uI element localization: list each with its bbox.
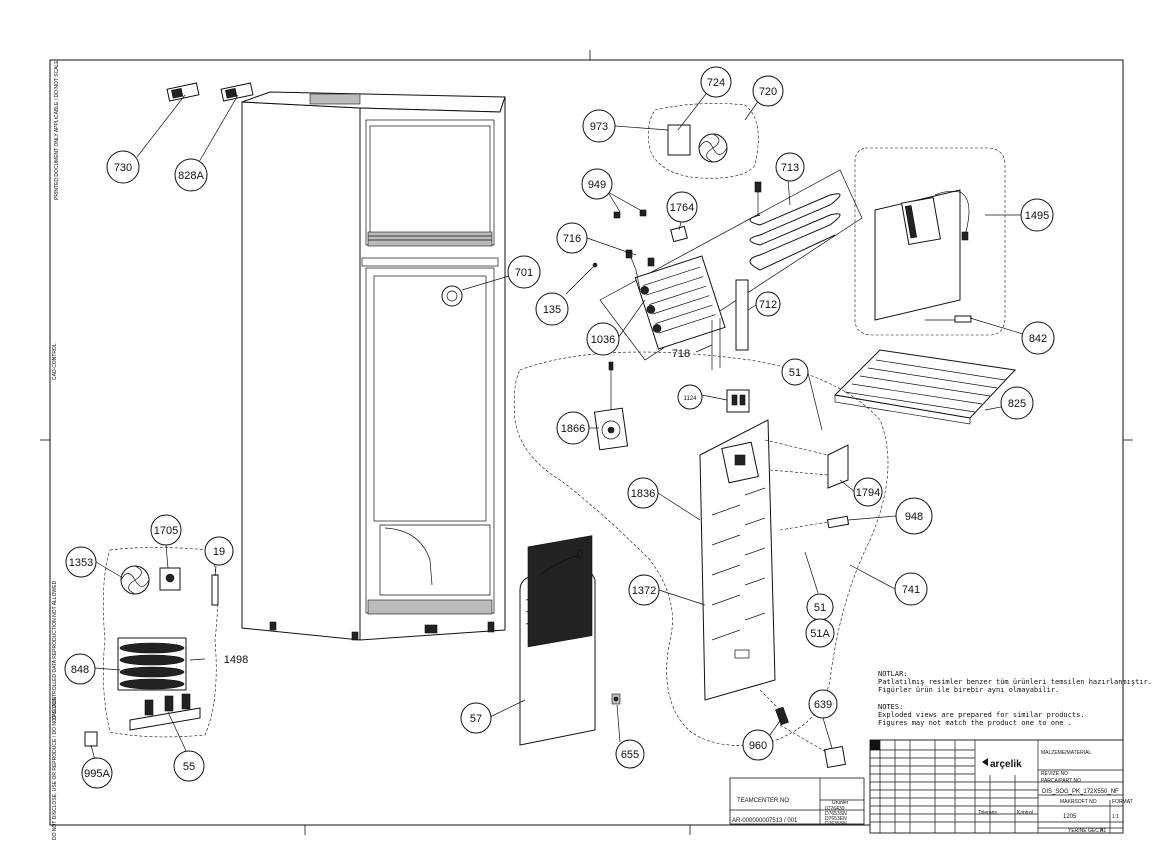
logo-icon: [982, 758, 988, 766]
cover-part-639: [823, 745, 847, 769]
callout-bubbles: 730 828A 724 720 973 713 949 1764 716 70…: [64, 66, 1055, 789]
callout-label: 825: [1008, 398, 1026, 410]
logo-text: arçelik: [990, 759, 1022, 770]
sensor-part-948: [779, 515, 850, 531]
callout-label: 19: [213, 546, 225, 558]
callout-label: 741: [902, 584, 920, 596]
leader-lines: [90, 89, 1024, 761]
callout-label: 55: [183, 761, 195, 773]
callout-label: 1495: [1025, 210, 1049, 222]
evaporator-assembly: [599, 169, 863, 370]
callout-label: 842: [1029, 333, 1047, 345]
callout-label: 1124: [684, 396, 698, 402]
callout-label: 720: [759, 86, 777, 98]
teamcenter-product: D7653EN: [825, 816, 847, 822]
callout-label: 1372: [632, 585, 656, 597]
part-name: DIS_SOG_PK_172X550_NF: [1042, 789, 1119, 795]
notes-line-tr-1: Patlatılmış resimler benzer tüm ürünleri…: [878, 678, 1152, 686]
leader-dash-lower: [779, 724, 827, 753]
notes-line-en-2: Figures may not match the product one to…: [878, 719, 1072, 727]
callout-label: 51: [814, 602, 826, 614]
callout-label: 1836: [631, 488, 655, 500]
electronic-panel-1372: [699, 419, 776, 701]
callout-label: 960: [749, 740, 767, 752]
teamcenter-label: TEAMCENTER NO: [737, 798, 789, 804]
callout-label: 655: [621, 749, 639, 761]
callout-label: 135: [543, 304, 561, 316]
callout-label: 51A: [810, 628, 830, 640]
callout-label: 713: [781, 162, 799, 174]
evaporator-fan-group: [648, 103, 759, 179]
revision-label: REVIZE NO: [1041, 771, 1068, 777]
cabinet-body: [241, 91, 506, 641]
grommet-part-655: [611, 693, 621, 705]
part-label: PARCA/PART NO: [1041, 778, 1081, 784]
callout-label: 639: [814, 699, 832, 711]
cap-part-995a: [84, 731, 98, 747]
back-cover-panel: [854, 147, 1006, 336]
sheet-number: 1205: [1063, 814, 1077, 820]
callout-label: 1764: [670, 202, 694, 214]
callout-label: 718: [672, 348, 690, 360]
label-part-1764: [670, 225, 688, 243]
connector-part-960: [759, 689, 789, 726]
teamcenter-table: TEAMCENTER NO AR-000000007513 / 001 Ürün…: [729, 777, 865, 827]
callout-label: 716: [563, 233, 581, 245]
tolerance-label: Tolerans: [978, 810, 997, 816]
teamcenter-product: 0726430: [825, 806, 845, 812]
title-block: arçelik MALZEME/MATERIAL REVIZE NO PARCA…: [869, 739, 1133, 834]
callout-label: 57: [470, 713, 482, 725]
callout-label: 1036: [591, 334, 615, 346]
callout-label: 712: [759, 299, 777, 311]
sheet-size: A1: [1100, 828, 1106, 834]
clip-parts-949: [613, 209, 647, 219]
page-scale: 1:1: [1112, 814, 1119, 820]
scale-label: YERINE GECTI: [1068, 828, 1103, 834]
callout-label: 1705: [154, 525, 178, 537]
handle-part-828a: [220, 82, 254, 102]
handle-part-730: [166, 82, 200, 102]
callout-label: 1794: [856, 487, 880, 499]
callout-label: 948: [905, 511, 923, 523]
callout-label: 828A: [178, 170, 204, 182]
callout-label: 973: [590, 121, 608, 133]
side-text-middle: CAD-CONTROL: [52, 343, 58, 380]
drawing-frame: [49, 59, 1124, 826]
fan-motor-1866: [593, 361, 629, 451]
callout-label: 949: [588, 179, 606, 191]
notes-heading-tr: NOTLAR:: [878, 670, 908, 678]
glass-shelf-825: [833, 349, 1017, 425]
callout-label: 51: [789, 367, 801, 379]
callout-label: 1498: [224, 654, 248, 666]
drawing-label: MAKRSOFT NO: [1060, 799, 1097, 805]
teamcenter-doc-number: AR-000000007513 / 001: [732, 818, 798, 824]
notes-heading-en: NOTES:: [878, 703, 903, 711]
control-label: Kontrol: [1017, 810, 1033, 816]
bracket-part-1124: [726, 389, 750, 413]
teamcenter-product: D7653SN: [825, 811, 847, 817]
notes-block: NOTLAR: Patlatılmış resimler benzer tüm …: [878, 670, 1152, 727]
callout-label: 724: [707, 77, 725, 89]
callout-label: 848: [71, 664, 89, 676]
callout-label: 995A: [84, 768, 110, 780]
callout-label: 1866: [561, 423, 585, 435]
callout-label: 701: [515, 267, 533, 279]
callout-label: 730: [114, 162, 132, 174]
notes-line-en-1: Exploded views are prepared for similar …: [878, 711, 1085, 719]
teamcenter-col-header: Ürünler: [832, 799, 849, 806]
teamcenter-product: D7635SN: [825, 821, 847, 827]
side-text-top: PRINTED DOCUMENT ONLY APPLICABLE / DO NO…: [54, 60, 60, 200]
control-region-outline: [513, 351, 889, 746]
condenser-part-57: [519, 535, 596, 746]
side-text-lower: CAD CONTROLLED DATA REPRODUCTION NOT ALL…: [52, 580, 58, 720]
compressor-group: [103, 547, 219, 738]
pcb-part-1794: [764, 439, 849, 489]
side-text-bottom: DO NOT DISCLOSE, USE OR REPRODUCE / DO N…: [52, 697, 58, 840]
format-label: FORMAT: [1112, 799, 1133, 805]
material-label: MALZEME/MATERIAL: [1041, 750, 1091, 756]
notes-line-tr-2: Figürler ürün ile birebir aynı olmayabil…: [878, 686, 1059, 694]
callout-label: 1353: [69, 557, 93, 569]
